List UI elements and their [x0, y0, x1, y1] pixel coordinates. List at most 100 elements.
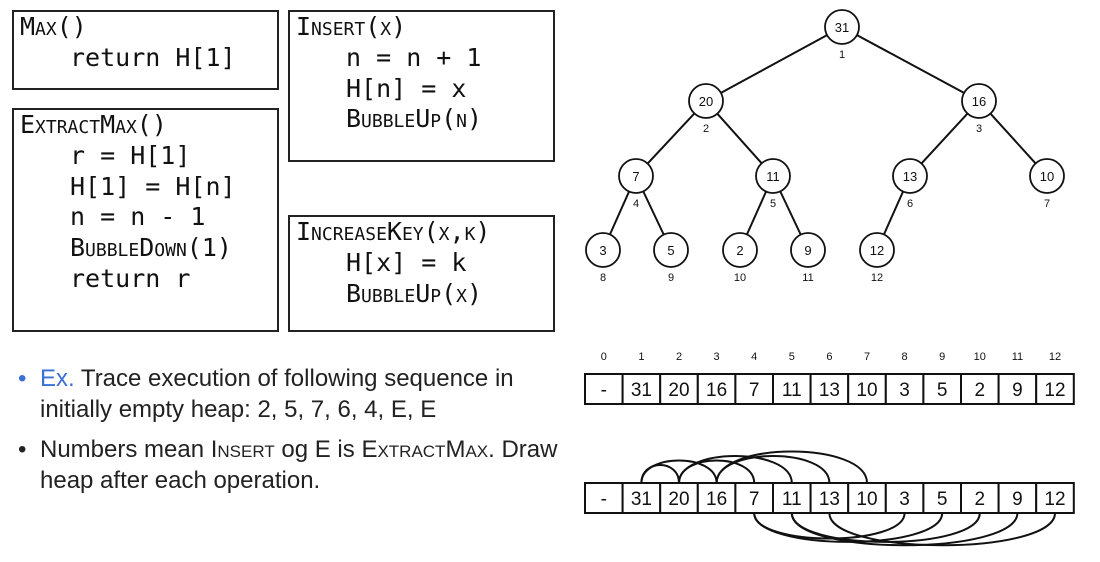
heap-node-key: 13	[903, 169, 917, 184]
array-cell	[847, 482, 887, 514]
bullet-ex-prefix: Ex.	[40, 365, 75, 392]
extract-max-line-2: H[1] = H[n]	[70, 171, 236, 201]
array-arc-below	[790, 512, 1019, 547]
bullet-trace: • Ex. Trace execution of following seque…	[18, 364, 578, 425]
array-cell	[960, 482, 1000, 514]
array-cell-value: 20	[668, 380, 689, 401]
heap-node-circle	[1029, 158, 1065, 194]
heap-node-circle	[859, 232, 895, 268]
heap-node-index: 12	[871, 272, 883, 284]
heap-node-circle	[892, 158, 928, 194]
array-cell-value: 3	[899, 489, 910, 510]
array-cell	[960, 373, 1000, 405]
heap-node-circle	[688, 83, 724, 119]
extract-max-line-5: return r	[70, 263, 191, 293]
array-index-label: 3	[714, 351, 720, 363]
heap-node-circle	[585, 232, 621, 268]
bullet-numbers-text: Numbers mean Insert og E is ExtractMax. …	[40, 436, 558, 495]
array-arc-above	[640, 459, 718, 484]
bullet-trace-body: Trace execution of following sequence in…	[40, 365, 514, 423]
extract-max-line-1: r = H[1]	[70, 140, 191, 170]
heap-node-key: 5	[667, 243, 674, 258]
heap-node-key: 10	[1040, 169, 1054, 184]
array-cell-value: 10	[856, 489, 877, 510]
array-arc-above	[715, 450, 868, 484]
insert-line-2: H[n] = x	[346, 73, 467, 103]
array-index-label: 8	[902, 351, 908, 363]
array-cell	[997, 482, 1038, 514]
array-cell	[809, 482, 850, 514]
array-cell	[696, 373, 737, 405]
heap-node-index: 5	[770, 198, 776, 210]
extract-max-line-3: n = n - 1	[70, 202, 206, 232]
heap-node-circle	[961, 83, 997, 119]
tree-edge	[716, 113, 763, 164]
heap-node-index: 4	[633, 198, 639, 210]
array-cell-value: 20	[668, 489, 689, 510]
array-cell	[922, 482, 963, 514]
heap-node-circle	[653, 232, 689, 268]
array-cell	[734, 373, 775, 405]
insert-title: Insert(x)	[296, 12, 407, 41]
array-cell-value: 12	[1044, 380, 1065, 401]
heap-node: 10 7	[1029, 158, 1065, 210]
heap-node: 12 12	[859, 232, 895, 284]
array-index-label: 0	[601, 351, 607, 363]
array-cell-value: 7	[749, 489, 760, 510]
heap-node: 911	[790, 232, 826, 284]
array-arc-above	[715, 455, 831, 484]
heap-node-key: 31	[835, 20, 849, 35]
heap-node-index: 8	[600, 272, 606, 284]
heap-node-key: 12	[870, 243, 884, 258]
bullet-numbers: • Numbers mean Insert og E is ExtractMax…	[18, 435, 578, 496]
heap-node-key: 16	[972, 94, 986, 109]
array-cell-value: 12	[1044, 489, 1065, 510]
array-cell	[997, 373, 1038, 405]
array-cell-value: -	[601, 380, 607, 401]
array-arc-above	[640, 464, 680, 484]
array-cell-value: 2	[975, 380, 986, 401]
max-line-1: return H[1]	[70, 42, 236, 72]
array-cell-value: 31	[631, 380, 652, 401]
bullet-dot: •	[18, 436, 27, 464]
array-index-label: 1	[638, 351, 644, 363]
tree-edge	[609, 191, 630, 235]
heap-node-index: 3	[976, 123, 982, 135]
heap-node: 38	[585, 232, 621, 284]
array-index-label: 4	[751, 351, 757, 363]
tree-edge	[856, 34, 965, 94]
array-index-label: 9	[939, 351, 945, 363]
tree-edge	[920, 112, 969, 165]
heap-node: 74	[618, 158, 654, 210]
array-cell-value: 16	[706, 489, 727, 510]
tree-edge	[883, 191, 904, 235]
array-index-label: 5	[789, 351, 795, 363]
insert-line-3: BubbleUp(n)	[346, 104, 483, 134]
exercise-bullets: • Ex. Trace execution of following seque…	[18, 364, 578, 507]
array-cell	[1035, 373, 1075, 405]
array-cell-value: 11	[782, 380, 802, 401]
heap-node: 311	[824, 9, 860, 61]
array-index-label: 7	[864, 351, 870, 363]
max-title: Max()	[20, 12, 87, 41]
array-cell-value: 7	[749, 380, 760, 401]
array-cell-value: -	[601, 489, 607, 510]
array-cell	[847, 373, 887, 405]
array-index-label: 2	[676, 351, 682, 363]
heap-node-circle	[755, 158, 791, 194]
heap-node-key: 2	[736, 243, 743, 258]
array-cell-value: 5	[937, 489, 948, 510]
array-cell-value: 13	[819, 489, 840, 510]
bullet-dot: •	[18, 365, 27, 392]
array-arc-below	[828, 512, 1056, 547]
extract-max-code-box: ExtractMax() r = H[1] H[1] = H[n] n = n …	[12, 108, 279, 332]
increase-key-line-1: H[x] = k	[346, 247, 467, 277]
heap-node-index: 7	[1044, 198, 1050, 210]
tree-edge	[720, 34, 828, 94]
heap-node: 210	[722, 232, 758, 284]
heap-node-index: 6	[907, 198, 913, 210]
